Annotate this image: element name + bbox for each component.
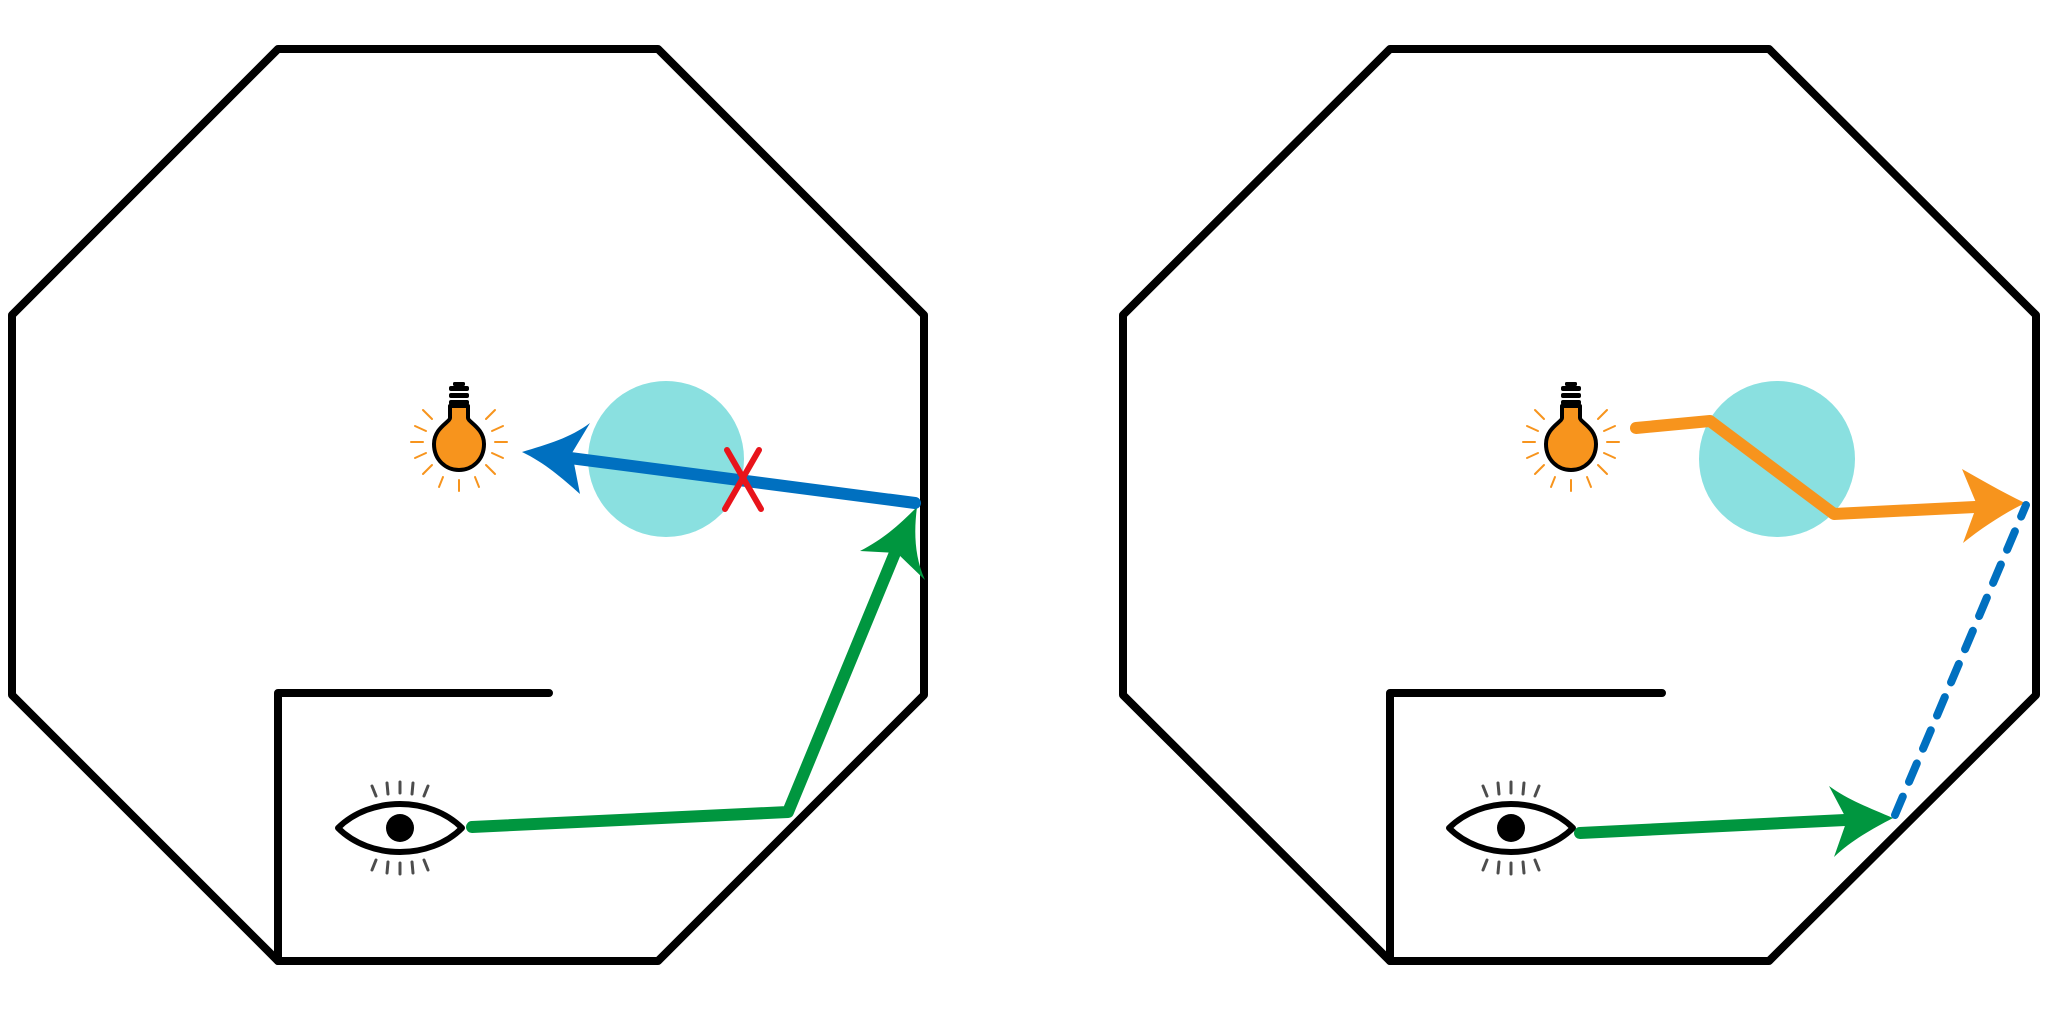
- eye-icon: [1449, 782, 1573, 874]
- interior-wall: [274, 689, 553, 965]
- x-mark-icon: [722, 447, 764, 512]
- light-path-arrowhead: [1962, 469, 2025, 543]
- camera-path-arrowhead: [1829, 786, 1893, 857]
- interior-wall: [1386, 689, 1666, 965]
- camera-eye: [338, 782, 462, 874]
- camera-path: [466, 507, 925, 833]
- eye-icon: [338, 782, 462, 874]
- occluder-sphere: [588, 381, 744, 537]
- camera-path-segment: [1574, 814, 1851, 839]
- lightbulb-icon: [1521, 380, 1621, 493]
- camera-path: [1574, 786, 1893, 857]
- camera-eye: [1449, 782, 1573, 874]
- light-path: [1630, 415, 2025, 543]
- connection-ray: [1891, 501, 2030, 819]
- lightbulb-icon: [409, 380, 509, 493]
- light-source: [1521, 380, 1621, 493]
- camera-path-segment: [466, 542, 903, 833]
- octagon-room: [1119, 45, 2040, 965]
- camera-path-arrowhead: [860, 507, 925, 580]
- light-path-segment: [1630, 415, 1981, 520]
- light-source: [409, 380, 509, 493]
- right-scene: [1119, 45, 2040, 965]
- blocked-mark: [722, 447, 764, 512]
- left-scene: [8, 45, 928, 965]
- shadow-ray-arrowhead: [522, 423, 590, 494]
- octagon-room: [8, 45, 928, 965]
